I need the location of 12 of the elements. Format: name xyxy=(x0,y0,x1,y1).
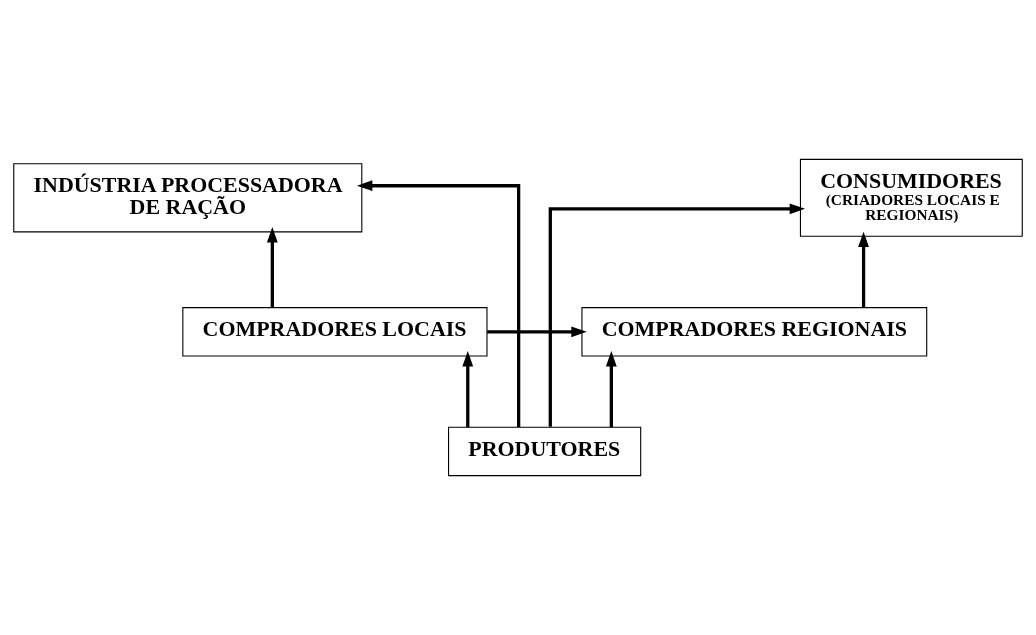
arrow xyxy=(858,231,869,308)
arrow xyxy=(462,350,474,428)
arrow xyxy=(266,227,278,308)
node-box: CONSUMIDORES (CRIADORES LOCAIS E REGIONAIS) xyxy=(799,158,1023,237)
node-box: INDÚSTRIA PROCESSADORA DE RAÇÃO xyxy=(13,163,363,233)
arrow xyxy=(548,203,806,427)
arrow xyxy=(356,180,521,427)
arrow xyxy=(605,350,617,428)
node-box: PRODUTORES xyxy=(448,426,642,477)
node-box: COMPRADORES LOCAIS xyxy=(182,307,488,357)
node-box: COMPRADORES REGIONAIS xyxy=(581,307,928,357)
arrow xyxy=(487,326,587,338)
